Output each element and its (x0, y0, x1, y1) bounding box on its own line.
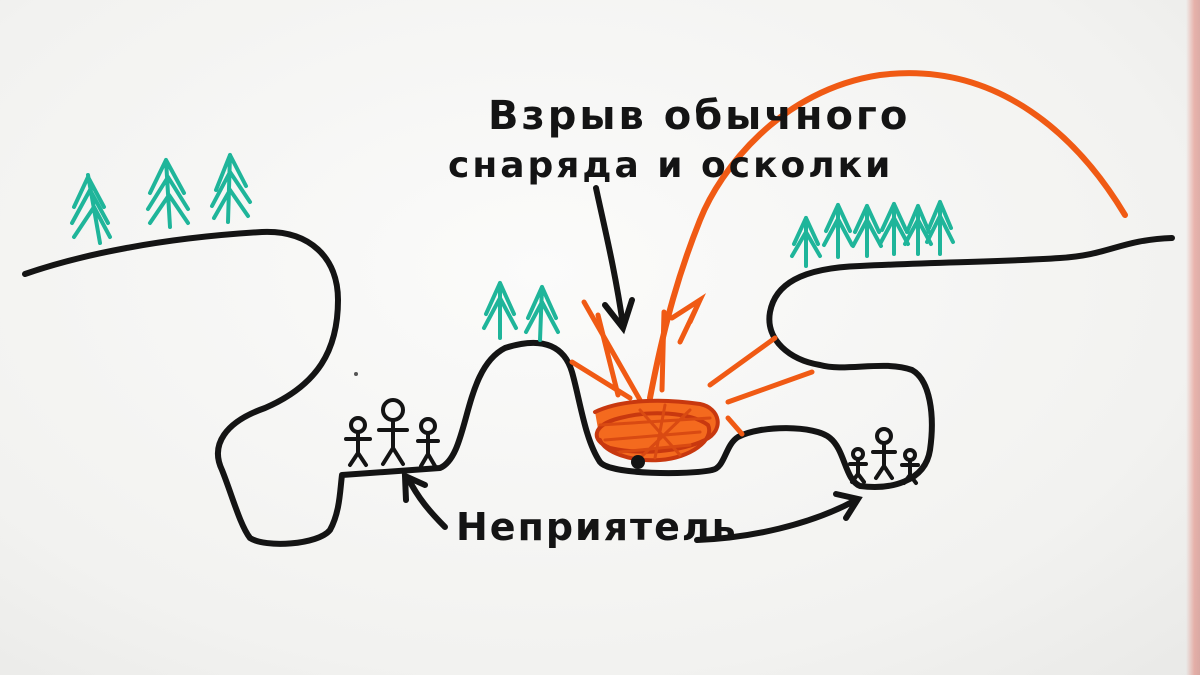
tree-icon (482, 281, 518, 340)
enemy-group-left (344, 398, 440, 468)
tree-group-center (482, 281, 560, 342)
enemy-soldier-icon (848, 447, 868, 484)
terrain-left (22, 228, 1175, 547)
shell-trajectory (647, 70, 1128, 401)
board-edge (1186, 0, 1200, 675)
explosion-icon (593, 398, 720, 469)
fragment (581, 299, 643, 403)
fragment (569, 359, 633, 401)
title-arrow (593, 185, 635, 335)
arrow-icon (401, 471, 448, 530)
tree-icon (822, 203, 854, 259)
title-line-1: Взрыв обычного (488, 93, 911, 139)
explosion-scribble-lines (598, 403, 712, 460)
tree-icon (70, 173, 112, 245)
enemy-soldier-icon (900, 448, 920, 485)
fragment (725, 369, 815, 405)
trajectory-arrowhead (669, 293, 707, 345)
enemy-group-right (848, 427, 920, 485)
enemy-soldier-icon (344, 416, 372, 467)
tree-group-right (790, 200, 955, 268)
title-line-2: снаряда и осколки (448, 145, 894, 186)
tree-icon (925, 200, 955, 256)
shell-impact-dot (631, 455, 645, 469)
enemy-soldier-icon (416, 417, 440, 468)
explosion-fragments (569, 299, 815, 437)
tree-icon (878, 202, 910, 256)
arrow-icon (593, 185, 635, 335)
fragment (707, 335, 778, 388)
tree-icon (790, 216, 822, 268)
fragment (659, 309, 667, 393)
enemy-soldier-icon (871, 427, 897, 480)
tree-icon (210, 153, 252, 224)
fragment (725, 415, 745, 437)
enemy-label: Неприятель (456, 505, 738, 549)
fragment (595, 312, 621, 398)
enemy-soldier-icon (377, 398, 409, 466)
tree-icon (524, 285, 560, 342)
tree-group-left (70, 153, 252, 245)
enemy-arrows (401, 471, 863, 543)
tree-icon (903, 204, 933, 256)
tree-icon (146, 158, 190, 229)
board-mark (354, 372, 358, 376)
tree-icon (851, 204, 883, 258)
arrow-icon (694, 491, 863, 543)
